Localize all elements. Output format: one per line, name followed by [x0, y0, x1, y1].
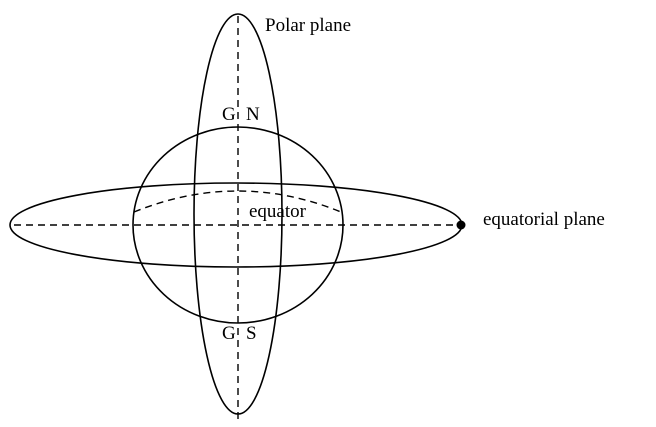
g-top-label: G: [222, 104, 236, 125]
equatorial-point: [456, 220, 466, 230]
equator-back-arc-dashed: [133, 190, 342, 213]
north-label: N: [246, 104, 260, 125]
g-bottom-label: G: [222, 323, 236, 344]
equatorial-plane-label: equatorial plane: [483, 209, 605, 230]
south-label: S: [246, 323, 257, 344]
polar-plane-label: Polar plane: [265, 15, 351, 36]
equator-label: equator: [249, 201, 307, 222]
